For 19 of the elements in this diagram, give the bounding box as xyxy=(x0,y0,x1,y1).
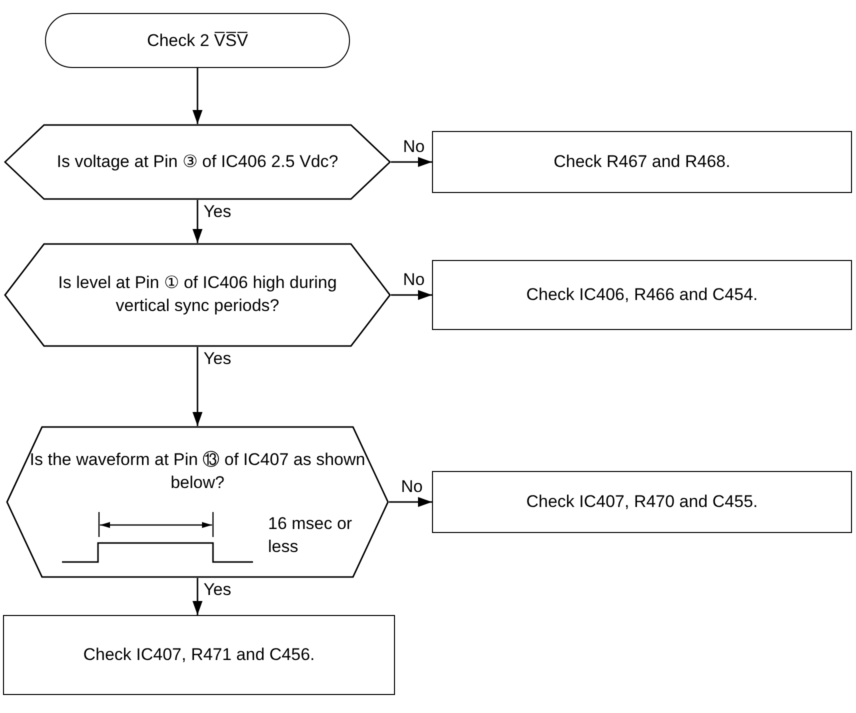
arrow xyxy=(391,290,432,300)
decision-hexagon xyxy=(4,243,391,347)
arrow xyxy=(192,578,202,615)
process-box: Check IC407, R471 and C456. xyxy=(3,615,395,695)
arrow xyxy=(192,347,202,426)
arrow xyxy=(389,497,432,507)
question-text: Is voltage at Pin ③ of IC406 2.5 Vdc? xyxy=(56,150,340,173)
arrow xyxy=(192,200,202,243)
process-box: Check R467 and R468. xyxy=(432,131,852,193)
question-text: Is level at Pin ① of IC406 high during vertical sync periods? xyxy=(57,272,338,317)
process-box: Check IC407, R470 and C455. xyxy=(432,471,852,533)
arrow xyxy=(391,157,432,167)
decision-hexagon xyxy=(4,124,391,200)
duration-text: 16 msec or less xyxy=(268,514,354,558)
arrow xyxy=(192,68,202,124)
question-text: Is the waveform at Pin ⑬ of IC407 as shown below? xyxy=(28,449,366,494)
process-box: Check IC406, R466 and C454. xyxy=(432,260,852,330)
terminal-box: Check 2 V̅S̅V̅ xyxy=(45,13,350,68)
decision-hexagon xyxy=(6,426,389,578)
